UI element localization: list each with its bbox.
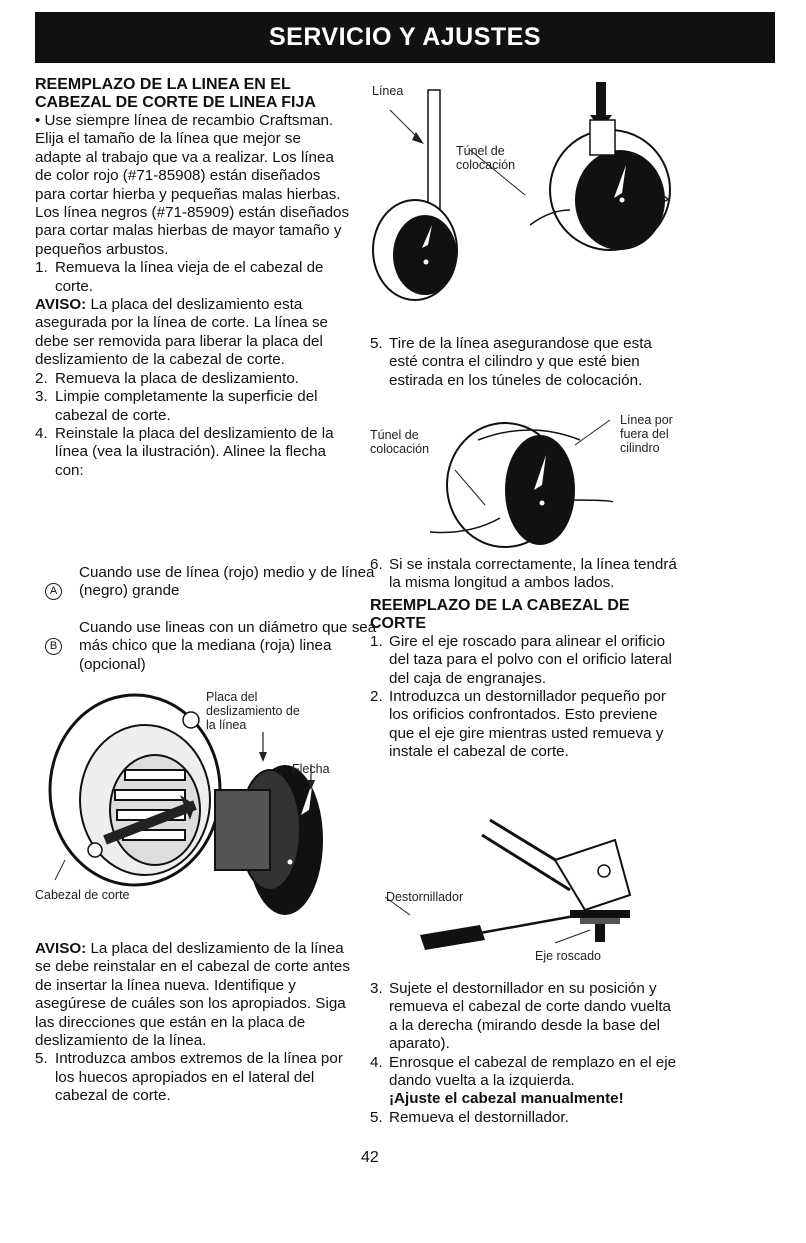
step-text: Introduzca ambos extremos de la línea po… [55, 1050, 343, 1105]
figure-label-eje: Eje roscado [535, 949, 602, 963]
step-text: Sujete el destornillador en su posición … [389, 980, 671, 1053]
notice-paragraph: AVISO: La placa del deslizamiento de la … [35, 940, 351, 1050]
option-a-badge: A [45, 583, 62, 600]
page-number: 42 [361, 1149, 379, 1166]
step-item: 4. Enrosque el cabezal de remplazo en el … [370, 1054, 680, 1109]
step-text: Si se instala correctamente, la línea te… [389, 556, 677, 592]
step-item: 3. Sujete el destornillador en su posició… [370, 980, 680, 1054]
step-item: 2. Introduzca un destornillador pequeño p… [370, 688, 680, 762]
step-number: 5. [35, 1050, 48, 1068]
step-number: 1. [370, 632, 383, 650]
step-text: Remueva la línea vieja de el cabezal de … [55, 259, 324, 295]
emphasis-text: ¡Ajuste el cabezal manualmente! [389, 1090, 624, 1108]
right-step5: 5. Tire de la línea asegurandose que esta… [370, 335, 680, 390]
figure-label-destornillador: Destornillador [386, 890, 464, 904]
bullet-text: • Use siempre línea de recambio Craftsma… [35, 112, 334, 129]
line-tension-illustration [429, 419, 614, 548]
notice-text: La placa del deslizamiento esta asegurad… [35, 296, 328, 369]
step-text: Gire el eje roscado para alinear el orif… [389, 632, 672, 687]
step-text: Limpie completamente la superficie del c… [55, 388, 318, 424]
step-number: 5. [370, 335, 383, 352]
left-column-bottom: AVISO: La placa del deslizamiento de la … [35, 940, 351, 1106]
screwdriver-illustration [384, 818, 632, 950]
step-item: 5. Introduzca ambos extremos de la línea … [35, 1050, 351, 1105]
notice-label: AVISO: [35, 296, 87, 314]
step-item: 6. Si se instala correctamente, la línea … [370, 556, 680, 593]
intro-paragraph: Elija el tamaño de la línea que mejor se… [35, 130, 350, 258]
step-item: 2. Remueva la placa de deslizamiento. [35, 370, 351, 388]
step-item: 4. Reinstale la placa del deslizamiento d… [35, 425, 351, 480]
figure-label-tunel: Túnel de colocación [456, 144, 516, 172]
step-number: 4. [370, 1053, 383, 1071]
step-text: Enrosque el cabezal de remplazo en el ej… [389, 1053, 677, 1090]
figure-label-placa: Placa del deslizamiento de la línea [206, 690, 300, 732]
option-a: A Cuando use de línea (rojo) medio y de … [45, 564, 375, 604]
step-item: 5. Remueva el destornillador. [370, 1109, 680, 1127]
right-column-bottom: 3. Sujete el destornillador en su posició… [370, 980, 680, 1127]
section-banner: SERVICIO Y AJUSTES [35, 12, 775, 63]
line-insertion-illustration [372, 82, 671, 301]
right-column-middle: 6. Si se instala correctamente, la línea … [370, 556, 680, 762]
step-number: 3. [370, 980, 383, 997]
step-item: 1. Gire el eje roscado para alinear el or… [370, 633, 680, 688]
step-number: 1. [35, 259, 48, 277]
notice-text: La placa del deslizamiento de la línea s… [35, 940, 350, 1050]
section-heading: REEMPLAZO DE LA LINEA EN EL CABEZAL DE C… [35, 76, 316, 111]
figure-label-tunel: Túnel de colocación [370, 428, 430, 456]
left-column: REEMPLAZO DE LA LINEA EN EL CABEZAL DE C… [35, 76, 351, 480]
option-a-text: Cuando use de línea (rojo) medio y de lí… [79, 564, 375, 600]
step-text: Introduzca un destornillador pequeño por… [389, 688, 666, 761]
step-text: Remueva el destornillador. [389, 1108, 569, 1126]
option-b-badge: B [45, 638, 62, 655]
step-number: 4. [35, 424, 48, 442]
figure-label-cabezal: Cabezal de corte [35, 888, 130, 902]
option-b: B Cuando use lineas con un diámetro que … [45, 619, 376, 679]
section-heading: REEMPLAZO DE LA CABEZAL DE CORTE [370, 596, 630, 632]
figure-label-linea: Línea [372, 84, 404, 98]
step-number: 3. [35, 388, 48, 406]
step-number: 2. [370, 688, 383, 706]
notice-label: AVISO: [35, 940, 87, 957]
notice-paragraph: AVISO: La placa del deslizamiento esta a… [35, 296, 351, 370]
step-item: 5. Tire de la línea asegurandose que esta… [370, 335, 680, 390]
skid-plate-illustration [48, 693, 323, 915]
step-number: 6. [370, 556, 383, 573]
step-item: 3. Limpie completamente la superficie del… [35, 388, 351, 425]
figure-label-linea-fuera: Línea por fuera del cilindro [620, 413, 673, 455]
figure-label-flecha: Flecha [292, 762, 330, 776]
step-number: 2. [35, 369, 48, 387]
option-b-text: Cuando use lineas con un diámetro que se… [79, 619, 377, 673]
step-number: 5. [370, 1108, 383, 1126]
step-text: Reinstale la placa del deslizamiento de … [55, 424, 334, 479]
step-item: 1. Remueva la línea vieja de el cabezal d… [35, 259, 351, 296]
step-text: Remueva la placa de deslizamiento. [55, 369, 299, 387]
step-text: Tire de la línea asegurandose que esta e… [389, 335, 652, 389]
